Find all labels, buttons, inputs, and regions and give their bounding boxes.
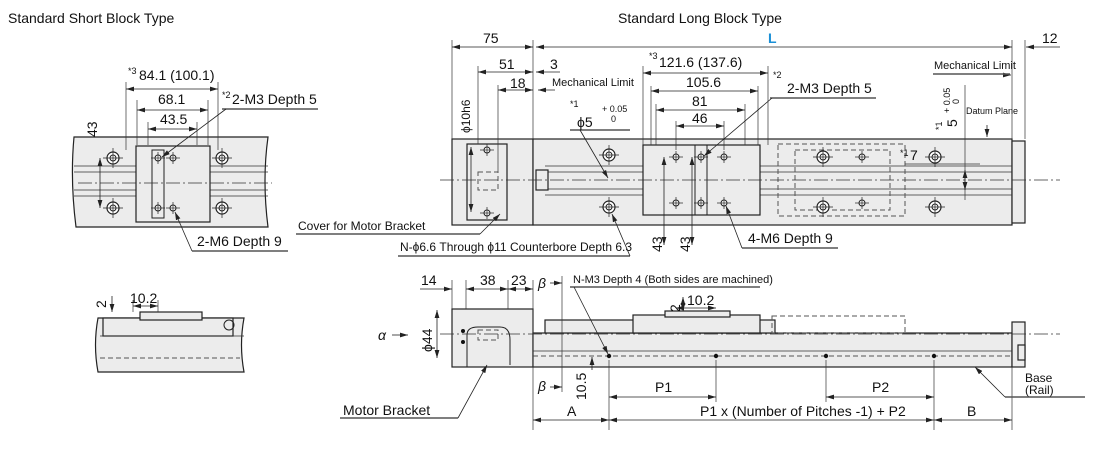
dim-P2: P2 bbox=[872, 379, 889, 395]
dim-121-note: *3 bbox=[649, 51, 658, 61]
dim-46: 46 bbox=[692, 110, 708, 126]
dim-43-short: 43 bbox=[84, 121, 100, 137]
dim-2-long: 2 bbox=[667, 304, 683, 312]
dim-L-length: L bbox=[768, 30, 777, 46]
dim-105-6: 105.6 bbox=[686, 74, 721, 90]
label-4-m6-depth-9: 4-M6 Depth 9 bbox=[748, 230, 833, 246]
section-beta-bottom: β bbox=[537, 378, 546, 394]
dim-5-vertical: 5 bbox=[944, 119, 960, 127]
v5-tol-lower: 0 bbox=[951, 99, 961, 104]
dim-10-5: 10.5 bbox=[573, 373, 589, 400]
dim-43-b: 43 bbox=[677, 236, 693, 252]
label-counterbore-through: N-ϕ6.6 Through ϕ11 Counterbore Depth 6.3 bbox=[400, 240, 632, 254]
pin-tol-lower: 0 bbox=[611, 114, 616, 124]
view-alpha: α bbox=[378, 327, 387, 343]
pin-tol-upper: + 0.05 bbox=[602, 104, 627, 114]
label-datum-plane: Datum Plane bbox=[966, 106, 1018, 116]
dim-43-a: 43 bbox=[649, 236, 665, 252]
dim-3: 3 bbox=[550, 56, 558, 72]
dim-68-1: 68.1 bbox=[158, 91, 185, 107]
label-mechanical-limit-left: Mechanical Limit bbox=[552, 77, 634, 89]
section-beta-top: β bbox=[537, 275, 546, 291]
dim-P1: P1 bbox=[655, 379, 672, 395]
dim-75: 75 bbox=[483, 30, 499, 46]
m3-note-long: *2 bbox=[773, 70, 782, 80]
dim-84-1: 84.1 (100.1) bbox=[139, 67, 215, 83]
dim-phi44: ϕ44 bbox=[419, 328, 435, 352]
dim-14: 14 bbox=[421, 272, 437, 288]
dim-B: B bbox=[967, 403, 976, 419]
dim-7: 7 bbox=[910, 147, 918, 163]
dim-18: 18 bbox=[510, 75, 526, 91]
label-motor-bracket: Motor Bracket bbox=[343, 402, 430, 418]
label-base: Base bbox=[1025, 371, 1053, 385]
dim-121-6: 121.6 (137.6) bbox=[659, 54, 742, 70]
dim-phi5: ϕ5 bbox=[577, 114, 593, 130]
dim-81: 81 bbox=[692, 93, 708, 109]
label-rail: (Rail) bbox=[1025, 383, 1054, 397]
d7-note: *1 bbox=[900, 148, 909, 158]
dim-38: 38 bbox=[480, 272, 496, 288]
v5-tol-upper: + 0.05 bbox=[942, 88, 952, 113]
label-2-m6-depth-9-short: 2-M6 Depth 9 bbox=[197, 233, 282, 249]
title-short-block: Standard Short Block Type bbox=[8, 10, 174, 26]
dim-12: 12 bbox=[1042, 30, 1058, 46]
dim-pitch-formula: P1 x (Number of Pitches -1) + P2 bbox=[700, 403, 906, 419]
label-n-m3-depth-4: N-M3 Depth 4 (Both sides are machined) bbox=[573, 274, 773, 286]
label-2-m3-depth-5-long: 2-M3 Depth 5 bbox=[787, 80, 872, 96]
dim-10-2-long: 10.2 bbox=[687, 292, 714, 308]
label-2-m3-depth-5-short: 2-M3 Depth 5 bbox=[232, 91, 317, 107]
dim-51: 51 bbox=[499, 56, 515, 72]
label-cover-for-motor-bracket: Cover for Motor Bracket bbox=[298, 219, 426, 233]
dim-10-2-short: 10.2 bbox=[130, 290, 157, 306]
long-block-side-view bbox=[340, 276, 1085, 430]
v5-note: *1 bbox=[934, 121, 944, 130]
dim-2-short: 2 bbox=[93, 300, 109, 308]
label-mechanical-limit-right: Mechanical Limit bbox=[934, 60, 1016, 72]
pin-note: *1 bbox=[570, 99, 579, 109]
title-long-block: Standard Long Block Type bbox=[618, 10, 782, 26]
short-m3-note: *2 bbox=[222, 90, 231, 100]
short-block-side-view bbox=[94, 296, 245, 373]
dim-43-5: 43.5 bbox=[160, 111, 187, 127]
dim-23: 23 bbox=[511, 272, 527, 288]
short-84-note: *3 bbox=[128, 66, 137, 76]
dim-phi10h6: ϕ10h6 bbox=[459, 99, 473, 133]
short-block-top-view bbox=[71, 82, 272, 228]
dim-A: A bbox=[567, 403, 577, 419]
long-block-top-view bbox=[440, 40, 1060, 245]
